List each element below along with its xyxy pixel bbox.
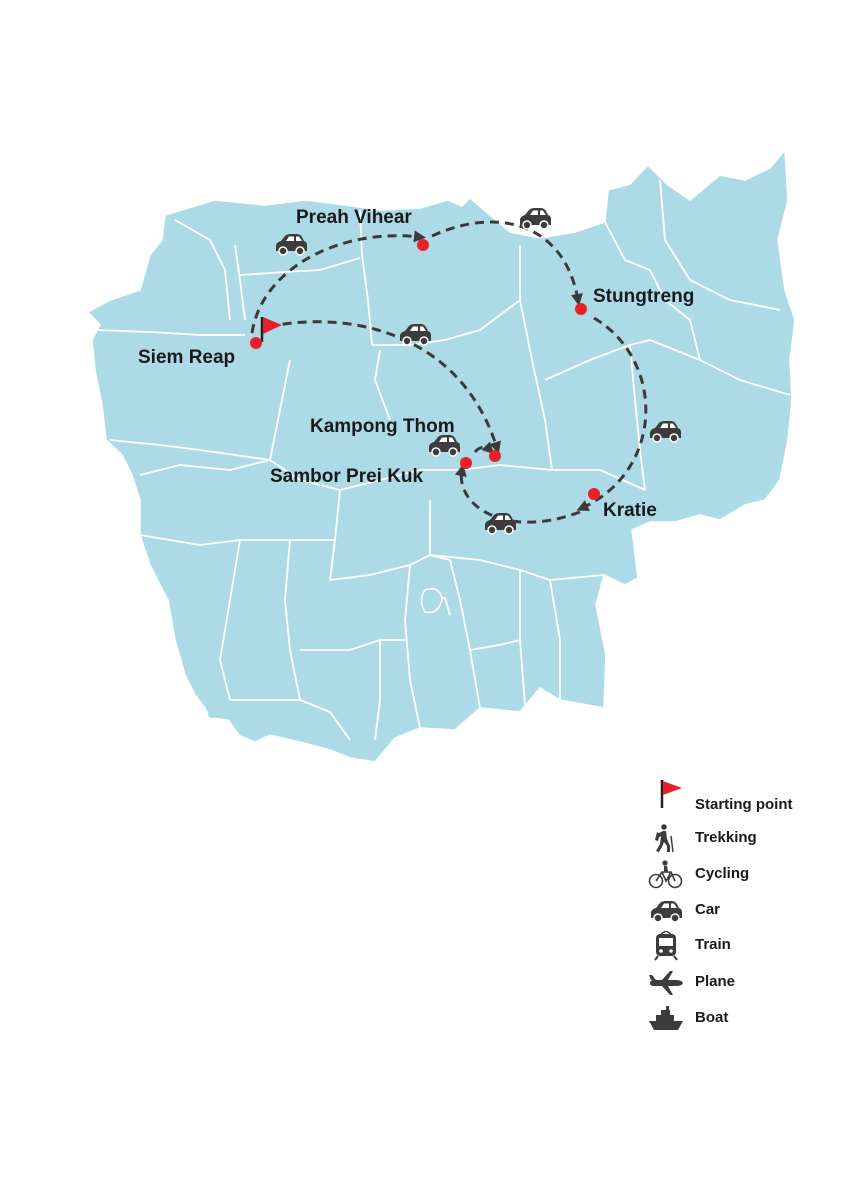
route-segment (454, 464, 581, 524)
legend-item-cycling: Cycling (646, 860, 836, 890)
province-borders (94, 179, 791, 741)
train-icon (654, 931, 678, 961)
legend-label: Cycling (695, 865, 750, 882)
legend-label: Plane (695, 973, 736, 990)
legend-label: Starting point (695, 796, 793, 813)
legend-item-train: Train (646, 931, 836, 961)
flag-icon (660, 780, 682, 808)
stop-sambor-prei-kuk (460, 457, 472, 469)
legend-label: Trekking (695, 829, 757, 846)
legend-label: Car (695, 901, 721, 918)
legend-item-boat: Boat (646, 1004, 836, 1034)
car-icon (650, 900, 683, 923)
island (208, 712, 216, 718)
stop-stungtreng (575, 303, 587, 315)
city-label-siem-reap: Siem Reap (138, 347, 235, 368)
island (265, 681, 271, 695)
island (171, 581, 181, 599)
route-segment (250, 230, 426, 334)
city-label-preah-vihear: Preah Vihear (296, 207, 412, 228)
route-segment (473, 441, 495, 455)
route-stops (250, 239, 600, 500)
cambodia-landmass (86, 148, 796, 763)
city-label-kratie: Kratie (603, 500, 657, 521)
hiker-icon (655, 824, 674, 853)
legend-label: Boat (695, 1009, 729, 1026)
legend-item-plane: Plane (646, 968, 836, 998)
legend-label: Train (695, 936, 731, 953)
island (242, 722, 254, 730)
starting-flag-icon (260, 317, 282, 342)
route-segment (267, 320, 501, 454)
city-label-kampong-thom: Kampong Thom (310, 416, 455, 437)
bicycle-icon (648, 860, 683, 889)
route-segment (576, 316, 648, 511)
legend-item-trekking: Trekking (646, 824, 836, 854)
stop-kratie (588, 488, 600, 500)
tonle-sap-lake (420, 588, 443, 614)
car-icon (519, 207, 552, 230)
stop-preah-vihear (417, 239, 429, 251)
legend-item-starting-point: Starting point (646, 778, 836, 813)
boat-icon (649, 1006, 683, 1030)
legend-item-car: Car (646, 896, 836, 926)
city-label-stungtreng: Stungtreng (593, 286, 694, 307)
stop-kampong-thom (489, 450, 501, 462)
stop-siem-reap (250, 337, 262, 349)
plane-icon (649, 971, 683, 995)
city-label-sambor-prei-kuk: Sambor Prei Kuk (270, 466, 424, 487)
island (184, 614, 192, 626)
